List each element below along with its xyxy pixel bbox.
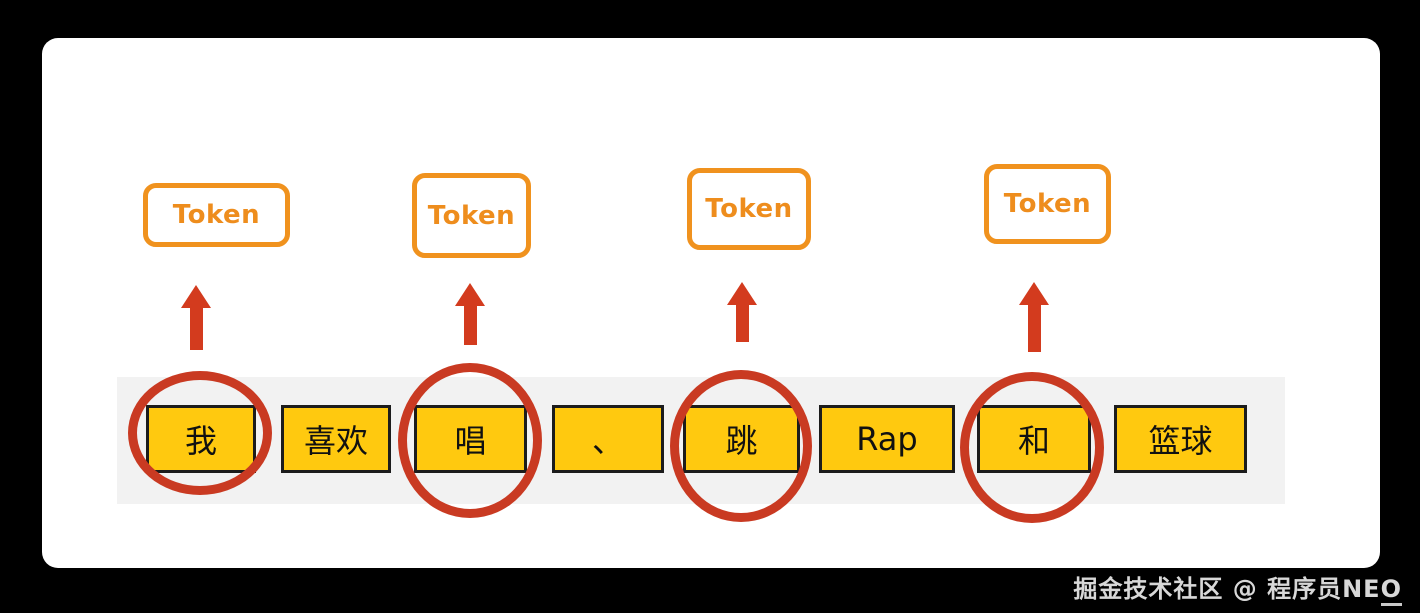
up-arrow-icon (727, 282, 757, 342)
arrow-shaft (189, 308, 203, 350)
highlight-circle-2 (398, 363, 542, 518)
token-cell-6: Rap (819, 405, 955, 473)
up-arrow-icon (1019, 282, 1049, 352)
token-output-label: Token (1003, 189, 1092, 219)
token-cell-text: Rap (856, 420, 918, 458)
token-cell-text: 篮球 (1148, 422, 1213, 460)
token-output-box-1: Token (143, 183, 290, 247)
arrow-head (1019, 282, 1049, 305)
diagram-card: Token Token Token Token 我 喜欢 唱 、 跳 Rap (42, 38, 1380, 568)
token-cell-8: 篮球 (1114, 405, 1247, 473)
token-output-box-3: Token (687, 168, 811, 250)
token-output-label: Token (427, 200, 516, 231)
up-arrow-icon (181, 285, 211, 350)
token-cell-4: 、 (552, 405, 664, 473)
highlight-circle-1 (128, 371, 272, 495)
arrow-shaft (1027, 305, 1041, 352)
watermark-underlined-char: O (1380, 575, 1402, 606)
token-cell-text: 、 (591, 422, 624, 460)
token-cell-2: 喜欢 (281, 405, 391, 473)
highlight-circle-4 (960, 372, 1104, 523)
watermark: 掘金技术社区 @ 程序员NEO (1073, 569, 1402, 606)
arrow-shaft (463, 306, 477, 345)
up-arrow-icon (455, 283, 485, 345)
arrow-shaft (735, 305, 749, 342)
watermark-text: 掘金技术社区 @ 程序员NE (1073, 575, 1381, 603)
token-output-label: Token (705, 194, 793, 224)
token-output-box-2: Token (412, 173, 531, 258)
token-output-box-4: Token (984, 164, 1111, 244)
token-cell-text: 喜欢 (303, 422, 368, 460)
token-output-label: Token (172, 200, 261, 230)
arrow-head (181, 285, 211, 308)
highlight-circle-3 (670, 370, 812, 522)
arrow-head (455, 283, 485, 306)
arrow-head (727, 282, 757, 305)
